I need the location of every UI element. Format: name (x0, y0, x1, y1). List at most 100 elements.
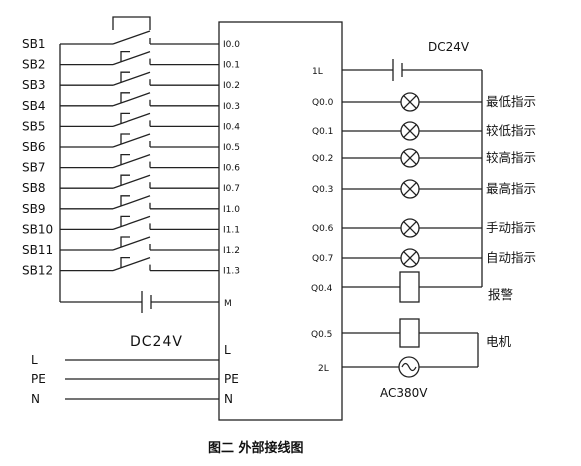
power-line-label: PE (31, 372, 46, 386)
switch-actuator-icon (120, 256, 130, 268)
switch-blade (112, 174, 151, 189)
lamp-output-row: Q0.2 较高指示 (312, 148, 536, 168)
switch-label: SB8 (22, 181, 45, 195)
power-terminal-label: PE (224, 372, 239, 386)
switch-blade (112, 133, 151, 148)
input-terminal-label: I0.0 (223, 40, 240, 50)
switch-blade (112, 50, 151, 66)
switch-row: SB3 I0.2 (22, 71, 240, 92)
lamp-output-row: Q0.6 手动指示 (312, 218, 536, 238)
input-supply-label: DC24V (130, 334, 183, 350)
switch-label: SB4 (22, 99, 45, 113)
lamp-label: 最低指示 (486, 94, 536, 109)
input-terminal-label: I0.5 (223, 143, 240, 153)
switch-label: SB12 (22, 264, 53, 278)
lamp-terminal-label: Q0.6 (312, 224, 334, 234)
lamp-terminal-label: Q0.3 (312, 185, 333, 195)
lamp-cross-b (403, 151, 417, 165)
input-terminal-label: I0.1 (223, 61, 240, 71)
switch-row: SB1 I0.0 (22, 30, 240, 51)
lamp-label: 较低指示 (486, 123, 536, 138)
switch-label: SB5 (22, 119, 45, 133)
switch-label: SB1 (22, 37, 45, 51)
switch-blade (112, 30, 151, 45)
switch-label: SB9 (22, 202, 45, 216)
switch-actuator-icon (120, 133, 130, 144)
lamp-cross-b (403, 95, 417, 109)
lamp-cross-b (403, 124, 417, 138)
switch-blade (112, 112, 151, 128)
lamp-label: 较高指示 (486, 150, 536, 165)
switch-label: SB6 (22, 140, 45, 154)
switch-actuator-icon (120, 236, 130, 247)
switch-blade (112, 71, 151, 86)
power-terminal-row: LL (31, 343, 231, 367)
switch-actuator-icon (120, 215, 130, 227)
input-terminal-label: I0.3 (223, 102, 240, 112)
out-supply1-label: DC24V (428, 40, 470, 54)
switch-label: SB3 (22, 78, 45, 92)
lamp-terminal-label: Q0.1 (312, 127, 333, 137)
power-line-label: L (31, 353, 38, 367)
input-terminal-label: I1.1 (223, 225, 240, 235)
switch-row: SB5 I0.4 (22, 112, 240, 133)
switch-actuator-icon (120, 112, 130, 124)
alarm-relay-coil (399, 271, 420, 303)
input-terminal-label: I0.4 (223, 122, 240, 132)
switch-label: SB11 (22, 243, 53, 257)
switch-label: SB7 (22, 161, 45, 175)
switch-row: SB2 I0.1 (22, 50, 240, 72)
switch-row: SB12 I1.3 (22, 256, 240, 278)
power-terminal-label: L (224, 343, 231, 357)
switch-row: SB6 I0.5 (22, 133, 240, 154)
figure-caption: 图二 外部接线图 (208, 440, 304, 456)
switch-blade (112, 195, 151, 210)
motor-terminal-label: Q0.5 (311, 330, 332, 340)
input-terminal-label: I1.2 (223, 246, 240, 256)
motor-relay-coil (399, 318, 420, 348)
lamp-label: 自动指示 (486, 250, 536, 265)
out-supply2-label: AC380V (380, 386, 428, 400)
switch-row: SB4 I0.3 (22, 92, 240, 113)
alarm-label: 报警 (488, 287, 513, 302)
switch-blade (112, 215, 151, 231)
switch-blade (112, 92, 151, 107)
switch-row: SB10 I1.1 (22, 215, 240, 236)
ac-wave-icon (401, 362, 417, 372)
lamp-cross-b (403, 182, 417, 196)
out-common2-label: 2L (318, 364, 329, 374)
switch-actuator-icon (120, 153, 130, 165)
power-terminal-row: PE PE (31, 372, 239, 386)
switch-blade (112, 236, 151, 251)
switch-actuator-icon (120, 195, 130, 206)
out-common1-label: 1L (312, 67, 323, 77)
switch-row: SB9 I1.0 (22, 195, 240, 216)
input-terminal-label: I1.0 (223, 205, 240, 215)
input-terminal-label: I0.2 (223, 81, 240, 91)
switch-actuator-icon (120, 92, 130, 103)
lamp-cross-b (403, 251, 417, 265)
lamp-label: 手动指示 (486, 220, 536, 235)
alarm-terminal-label: Q0.4 (311, 284, 333, 294)
motor-label: 电机 (486, 334, 512, 349)
input-common-circuit: M DC24V (60, 291, 232, 350)
input-common-label: M (224, 299, 232, 309)
switch-label: SB2 (22, 58, 45, 72)
plc-body (218, 21, 343, 421)
lamp-terminal-label: Q0.2 (312, 154, 333, 164)
lamp-terminal-label: Q0.0 (312, 98, 334, 108)
switch-actuator-icon (120, 50, 130, 62)
alarm-output-row: Q0.4 报警 (311, 271, 513, 303)
switch-blade (112, 256, 151, 272)
lamp-cross-b (403, 221, 417, 235)
lamp-output-row: Q0.0 最低指示 (312, 92, 536, 112)
input-terminal-label: I1.3 (223, 267, 240, 277)
power-terminal-label: N (224, 392, 233, 406)
switch-label: SB10 (22, 222, 53, 236)
